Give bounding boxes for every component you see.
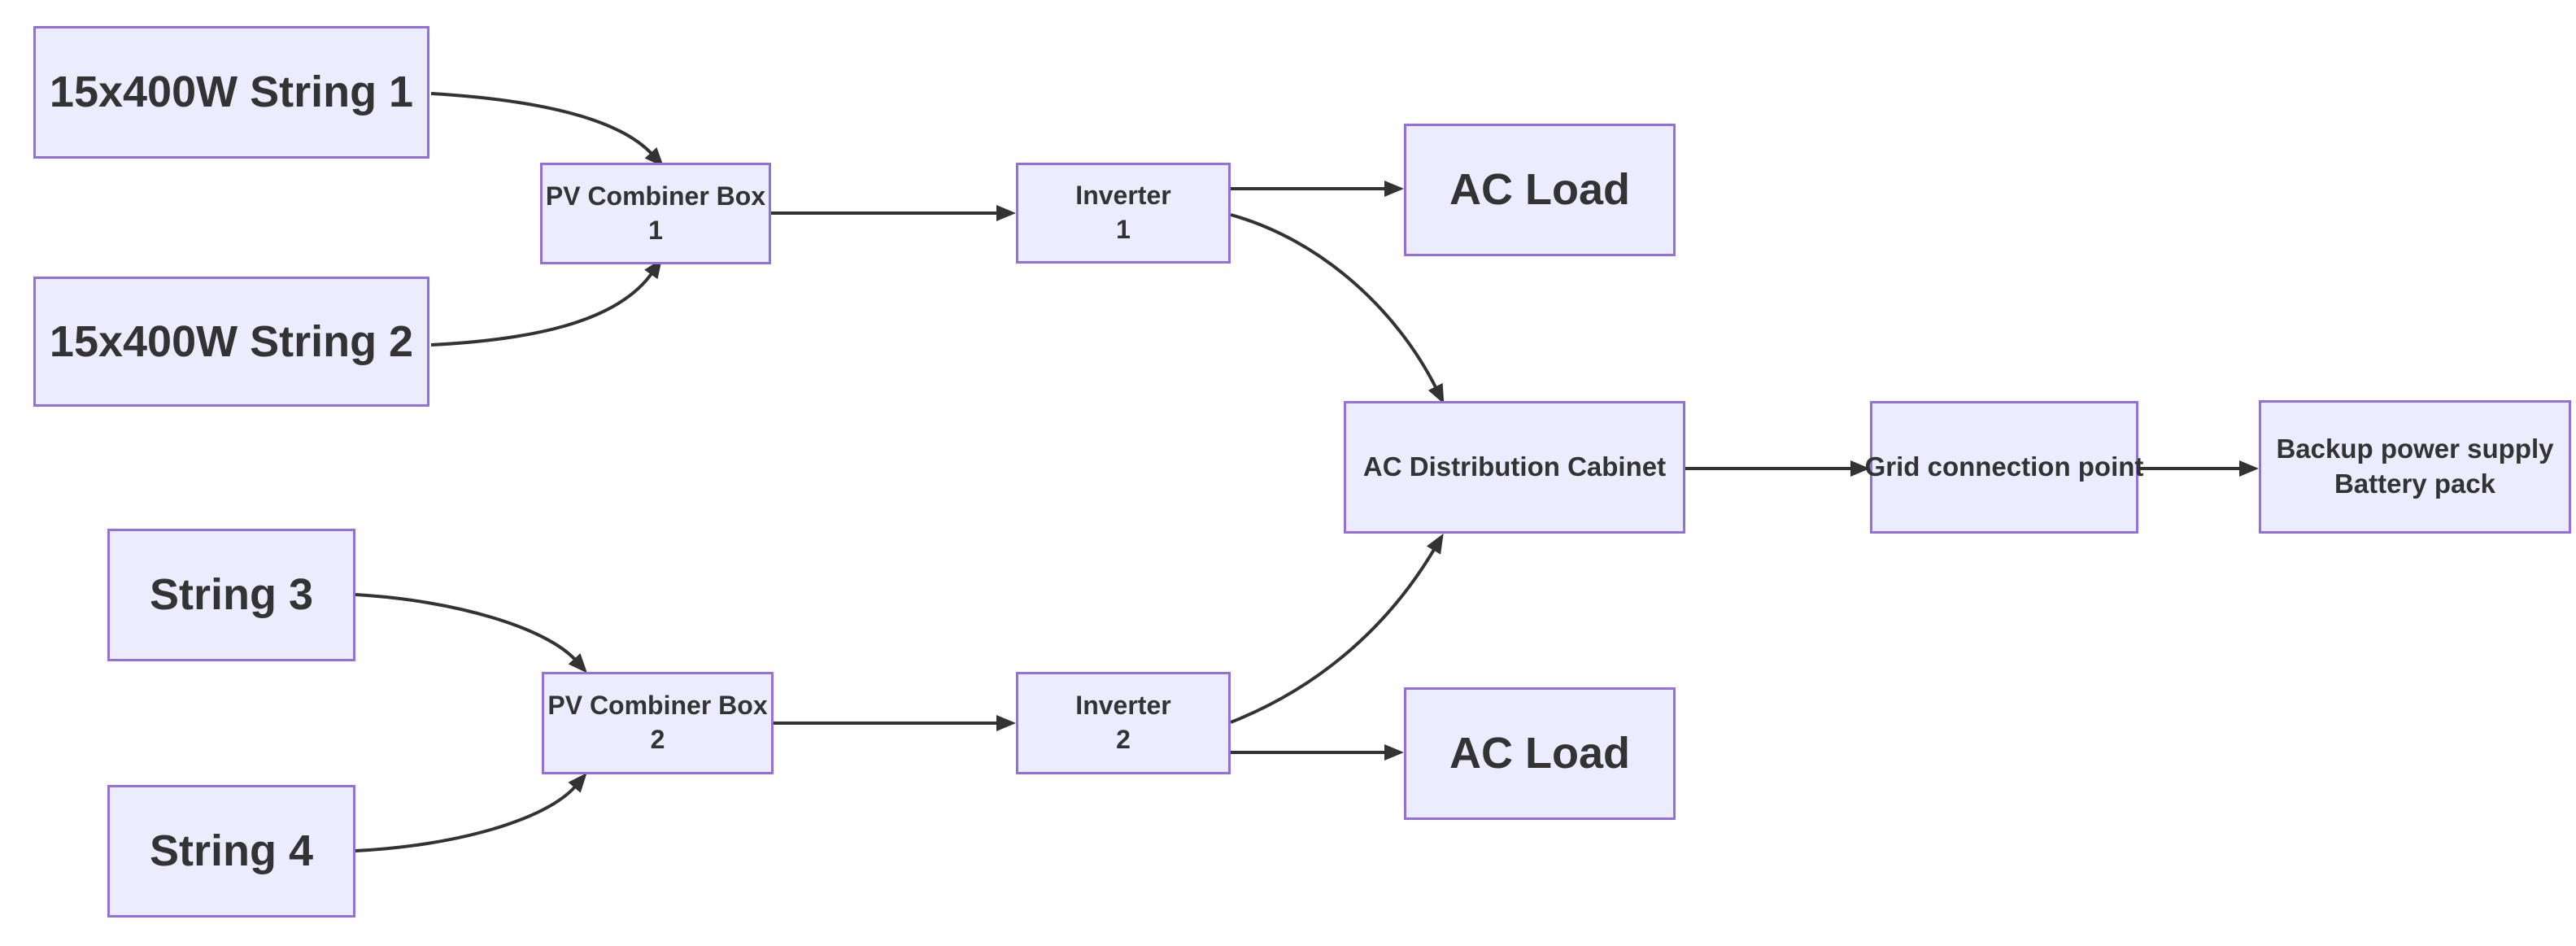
node-label: Grid connection point	[1864, 451, 2144, 482]
node-ac-distribution-cabinet: AC Distribution Cabinet	[1344, 401, 1685, 534]
node-label: 1	[648, 215, 663, 245]
edge-string-2-to-pv-combiner-box-1	[430, 258, 663, 347]
node-label: 15x400W String 2	[49, 316, 414, 366]
edge-string-4-to-pv-combiner-box-2	[355, 773, 587, 852]
node-label: 1	[1116, 215, 1131, 244]
node-label: Inverter	[1075, 181, 1171, 211]
node-label: String 4	[149, 826, 314, 876]
node-label: AC Load	[1449, 165, 1630, 215]
node-pv-combiner-box-1: PV Combiner Box 1	[540, 163, 771, 264]
edge-string-3-to-pv-combiner-box-2	[355, 593, 588, 674]
node-label: 15x400W String 1	[49, 68, 414, 117]
node-string-1: 15x400W String 1	[33, 26, 429, 159]
node-label: PV Combiner Box	[547, 691, 768, 721]
edge-inverter-1-to-ac-distribution-cabinet	[1230, 213, 1445, 404]
node-inverter-1: Inverter 1	[1016, 163, 1231, 264]
node-label: 2	[1116, 725, 1131, 754]
edge-string-1-to-pv-combiner-box-1	[430, 92, 665, 168]
node-label: String 3	[149, 570, 314, 620]
node-label: Backup power supply	[2276, 434, 2554, 464]
node-ac-load-top: AC Load	[1404, 124, 1676, 256]
node-string-4: String 4	[107, 785, 355, 918]
node-grid-connection-point: Grid connection point	[1865, 401, 2143, 534]
node-label: AC Distribution Cabinet	[1362, 451, 1667, 482]
node-label: AC Load	[1449, 729, 1630, 778]
node-label: Inverter	[1075, 691, 1171, 721]
node-ac-load-bottom: AC Load	[1404, 687, 1676, 820]
node-string-2: 15x400W String 2	[33, 277, 429, 407]
edge-inverter-2-to-ac-distribution-cabinet	[1230, 533, 1444, 724]
node-label: Battery pack	[2334, 469, 2496, 499]
node-label: PV Combiner Box	[545, 181, 766, 211]
node-inverter-2: Inverter 2	[1016, 672, 1231, 774]
node-pv-combiner-box-2: PV Combiner Box 2	[542, 672, 774, 774]
node-label: 2	[650, 725, 665, 754]
node-string-3: String 3	[107, 529, 355, 661]
